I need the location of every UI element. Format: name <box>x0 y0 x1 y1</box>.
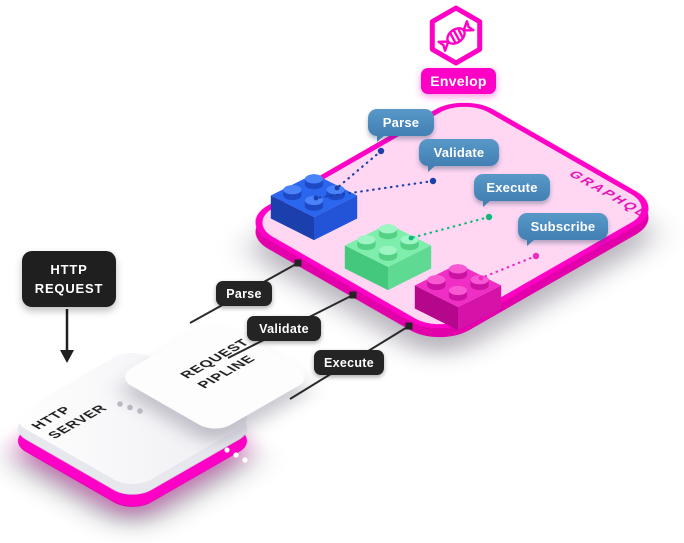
request-pipeline-label: REQUEST PIPLINE <box>176 336 259 391</box>
tag-execute: Execute <box>474 174 550 207</box>
tag-subscribe: Subscribe <box>518 213 608 246</box>
envelop-badge: Envelop <box>421 68 496 94</box>
pipeline-step-validate: Validate <box>247 316 321 341</box>
tag-parse: Parse <box>368 109 434 142</box>
request-arrow-icon <box>60 309 74 363</box>
server-base-dots-icon <box>224 447 248 463</box>
candy-icon <box>437 20 475 52</box>
lego-brick-icon <box>344 223 432 291</box>
pipeline-step-execute: Execute <box>314 350 384 375</box>
green-lego-brick <box>340 216 436 297</box>
pink-lego-brick <box>410 256 506 337</box>
http-request-badge: HTTP REQUEST <box>22 251 116 307</box>
tag-validate: Validate <box>419 139 499 172</box>
http-server-label: HTTP SERVER <box>27 402 111 441</box>
envelop-logo-icon <box>429 5 483 66</box>
pipeline-step-parse: Parse <box>216 281 272 306</box>
lego-brick-icon <box>414 263 502 331</box>
